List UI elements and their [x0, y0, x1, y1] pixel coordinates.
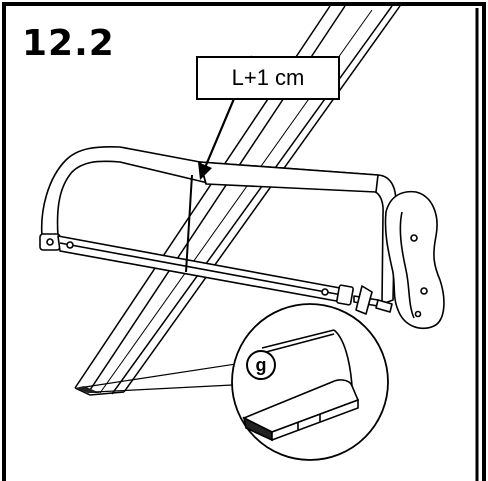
hacksaw-icon — [39, 145, 445, 330]
callout-leader — [84, 359, 263, 393]
measurement-label: L+1 cm — [196, 56, 340, 100]
cut-line — [185, 174, 193, 273]
profile-detail — [231, 303, 389, 461]
callout-letter: g — [246, 350, 276, 380]
step-number: 12.2 — [22, 23, 115, 64]
